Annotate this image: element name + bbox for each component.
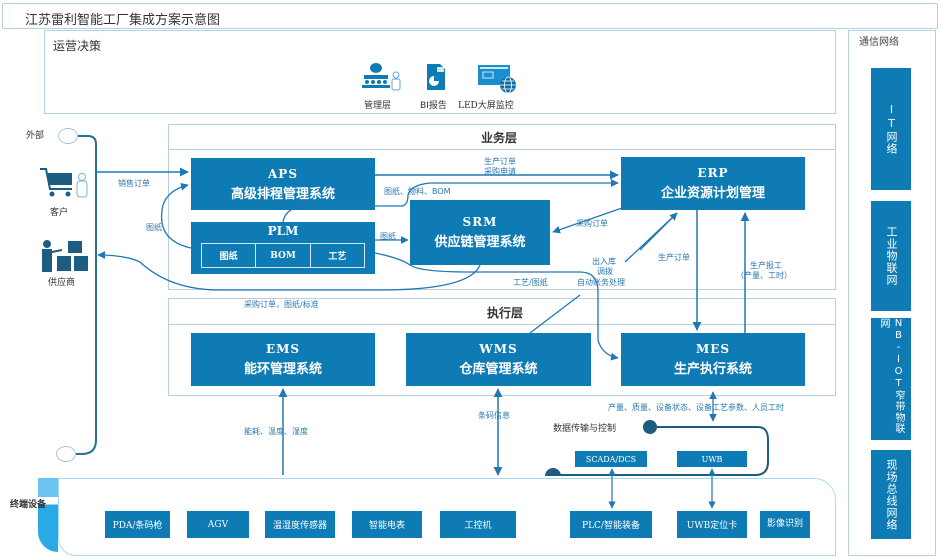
device-uwb-tag[interactable]: UWB定位卡 [677, 511, 747, 538]
plm-part-bom[interactable]: BOM [256, 244, 311, 267]
plm-aps-drawing-arrow [160, 182, 192, 249]
terminal-accent-bar [38, 478, 58, 552]
execution-layer-title: 执行层 [487, 306, 524, 320]
gateway-uwb[interactable]: UWB [677, 451, 747, 467]
plm-erp-bom-arrow [282, 179, 619, 223]
plm-parts: 图纸 BOM 工艺 [201, 243, 365, 268]
label-data-transfer: 数据传输与控制 [553, 424, 617, 434]
plm-part-drawing[interactable]: 图纸 [202, 244, 257, 267]
aps-name: APS [268, 166, 298, 181]
label-mes-data: 产量、质量、设备状态、设备工艺参数、人员工时 [608, 403, 784, 412]
label-drawing: 图纸 [146, 223, 162, 232]
customer-label: 客户 [50, 208, 69, 218]
customer-cart-icon [40, 168, 88, 198]
led-screen-monitor-icon [478, 65, 516, 94]
srm-system[interactable]: SRM 供应链管理系统 [410, 200, 550, 265]
wms-erp-arrowhead [639, 212, 678, 251]
external-label: 外部 [26, 131, 45, 141]
external-node-top [58, 128, 78, 144]
label-inout-3: 自动账务处理 [577, 278, 625, 287]
terminal-title: 终端设备 [10, 500, 47, 510]
ems-system[interactable]: EMS 能环管理系统 [191, 333, 375, 386]
label-barcode-info: 条码信息 [478, 411, 510, 420]
external-bus-line [76, 135, 97, 455]
supplier-flow-arrow [97, 251, 481, 291]
led-monitor-label: LED大屏监控 [458, 101, 514, 111]
erp-description: 企业资源计划管理 [660, 186, 765, 201]
label-plm-srm: 图纸 [380, 232, 396, 241]
label-process-drawing: 工艺/图纸 [513, 278, 548, 287]
data-bus-node-left [545, 468, 561, 476]
label-prod-report-1: 生产报工 [750, 261, 782, 270]
ems-name: EMS [265, 342, 301, 356]
business-layer-header-divider [169, 149, 835, 150]
network-fieldbus[interactable]: 现场总线网络 [871, 450, 911, 539]
plm-name: PLM [267, 224, 299, 238]
wms-system[interactable]: WMS 仓库管理系统 [406, 333, 591, 386]
label-drawing-material-bom: 图纸、物料、BOM [384, 187, 451, 196]
data-transfer-bus [553, 426, 769, 476]
erp-name: ERP [697, 166, 729, 180]
plm-mes-process-arrow [374, 252, 619, 361]
label-supplier-flow: 采购订单，图纸/标准 [244, 300, 319, 309]
aps-system[interactable]: APS 高级排程管理系统 [191, 158, 375, 210]
device-temp-humidity-sensor[interactable]: 温湿度传感器 [265, 511, 335, 538]
label-prod-report-2: （产量、工时） [736, 271, 792, 280]
business-layer-title: 业务层 [481, 131, 518, 145]
device-smart-meter[interactable]: 智能电表 [352, 511, 422, 538]
device-plc[interactable]: PLC/智能装备 [570, 511, 652, 538]
network-nbiot[interactable]: NB-IOT窄带物联网 [871, 318, 911, 440]
bi-report-label: BI报告 [420, 101, 447, 111]
label-ems-data: 能耗、温度、湿度 [244, 427, 308, 436]
wms-description: 仓库管理系统 [459, 362, 538, 377]
device-pda[interactable]: PDA/条码枪 [105, 511, 170, 538]
device-industrial-pc[interactable]: 工控机 [440, 511, 516, 538]
network-it[interactable]: IT网络 [871, 68, 911, 190]
erp-srm-purchase-arrow [552, 207, 623, 234]
page-title: 江苏雷利智能工厂集成方案示意图 [25, 13, 221, 28]
execution-layer-header-divider [169, 324, 835, 325]
network-iiot[interactable]: 工业物联网 [871, 201, 911, 311]
operations-title: 运营决策 [53, 39, 102, 53]
supplier-boxes-icon [42, 240, 88, 272]
external-node-bottom [56, 446, 76, 462]
label-erp-prod-order: 生产订单 [658, 253, 690, 262]
srm-description: 供应链管理系统 [434, 235, 526, 250]
mes-name: MES [695, 342, 731, 356]
mes-description: 生产执行系统 [673, 362, 752, 377]
aps-description: 高级排程管理系统 [230, 186, 335, 202]
label-inout-1: 出入库 [592, 257, 616, 266]
management-people-icon [362, 63, 401, 91]
network-title: 通信网络 [859, 37, 899, 48]
gateway-scada-dcs[interactable]: SCADA/DCS [575, 451, 647, 467]
data-bus-node-top [643, 420, 657, 434]
bi-report-icon [427, 64, 445, 90]
label-prod-order-1: 生产订单 [484, 157, 516, 166]
plm-part-process[interactable]: 工艺 [328, 252, 347, 262]
wms-name: WMS [479, 342, 518, 356]
mes-system[interactable]: MES 生产执行系统 [621, 333, 805, 386]
bi-report-icon-group: BI报告 [420, 62, 460, 111]
label-sales-order: 销售订单 [118, 179, 150, 188]
label-inout-2: 调拨 [597, 267, 613, 276]
management-label: 管理层 [364, 101, 392, 111]
device-agv[interactable]: AGV [187, 511, 249, 538]
label-purchase-order: 采购订单 [576, 219, 608, 228]
title-bar: 江苏雷利智能工厂集成方案示意图 [2, 3, 938, 29]
device-image-recognition[interactable]: 影像识别 [760, 511, 810, 538]
srm-name: SRM [462, 215, 498, 229]
operations-section: 运营决策 [44, 30, 836, 114]
erp-system[interactable]: ERP 企业资源计划管理 [621, 157, 805, 210]
led-monitor-icon-group: LED大屏监控 [458, 62, 540, 111]
label-prod-order-2: 采购申请 [484, 167, 516, 176]
plm-system[interactable]: PLM 图纸 BOM 工艺 [191, 222, 375, 274]
supplier-label: 供应商 [48, 278, 76, 288]
ems-description: 能环管理系统 [243, 362, 322, 377]
management-icon-group: 管理层 [358, 62, 408, 111]
